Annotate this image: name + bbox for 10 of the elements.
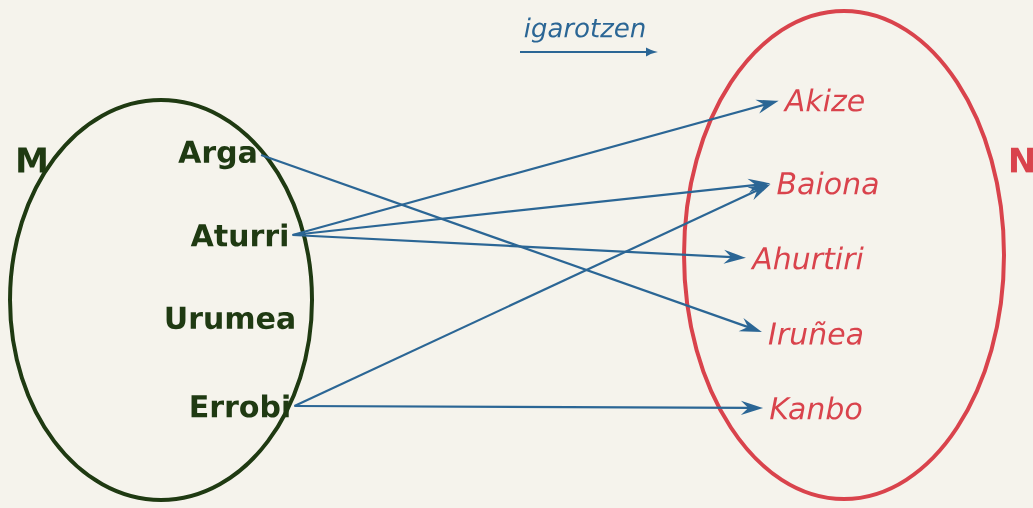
- set-element: Baiona: [777, 171, 878, 195]
- set-element: Urumea: [166, 306, 294, 330]
- set-element: Iruñea: [768, 321, 863, 345]
- set-element: Ahurtiri: [750, 246, 864, 270]
- set-element: Aturri: [190, 223, 287, 247]
- caption-label: igarotzen: [524, 17, 645, 43]
- set-element: Akize: [783, 88, 864, 112]
- node-label: N: [1010, 147, 1033, 173]
- set-element: Kanbo: [770, 396, 862, 420]
- set-element: Arga: [178, 140, 256, 170]
